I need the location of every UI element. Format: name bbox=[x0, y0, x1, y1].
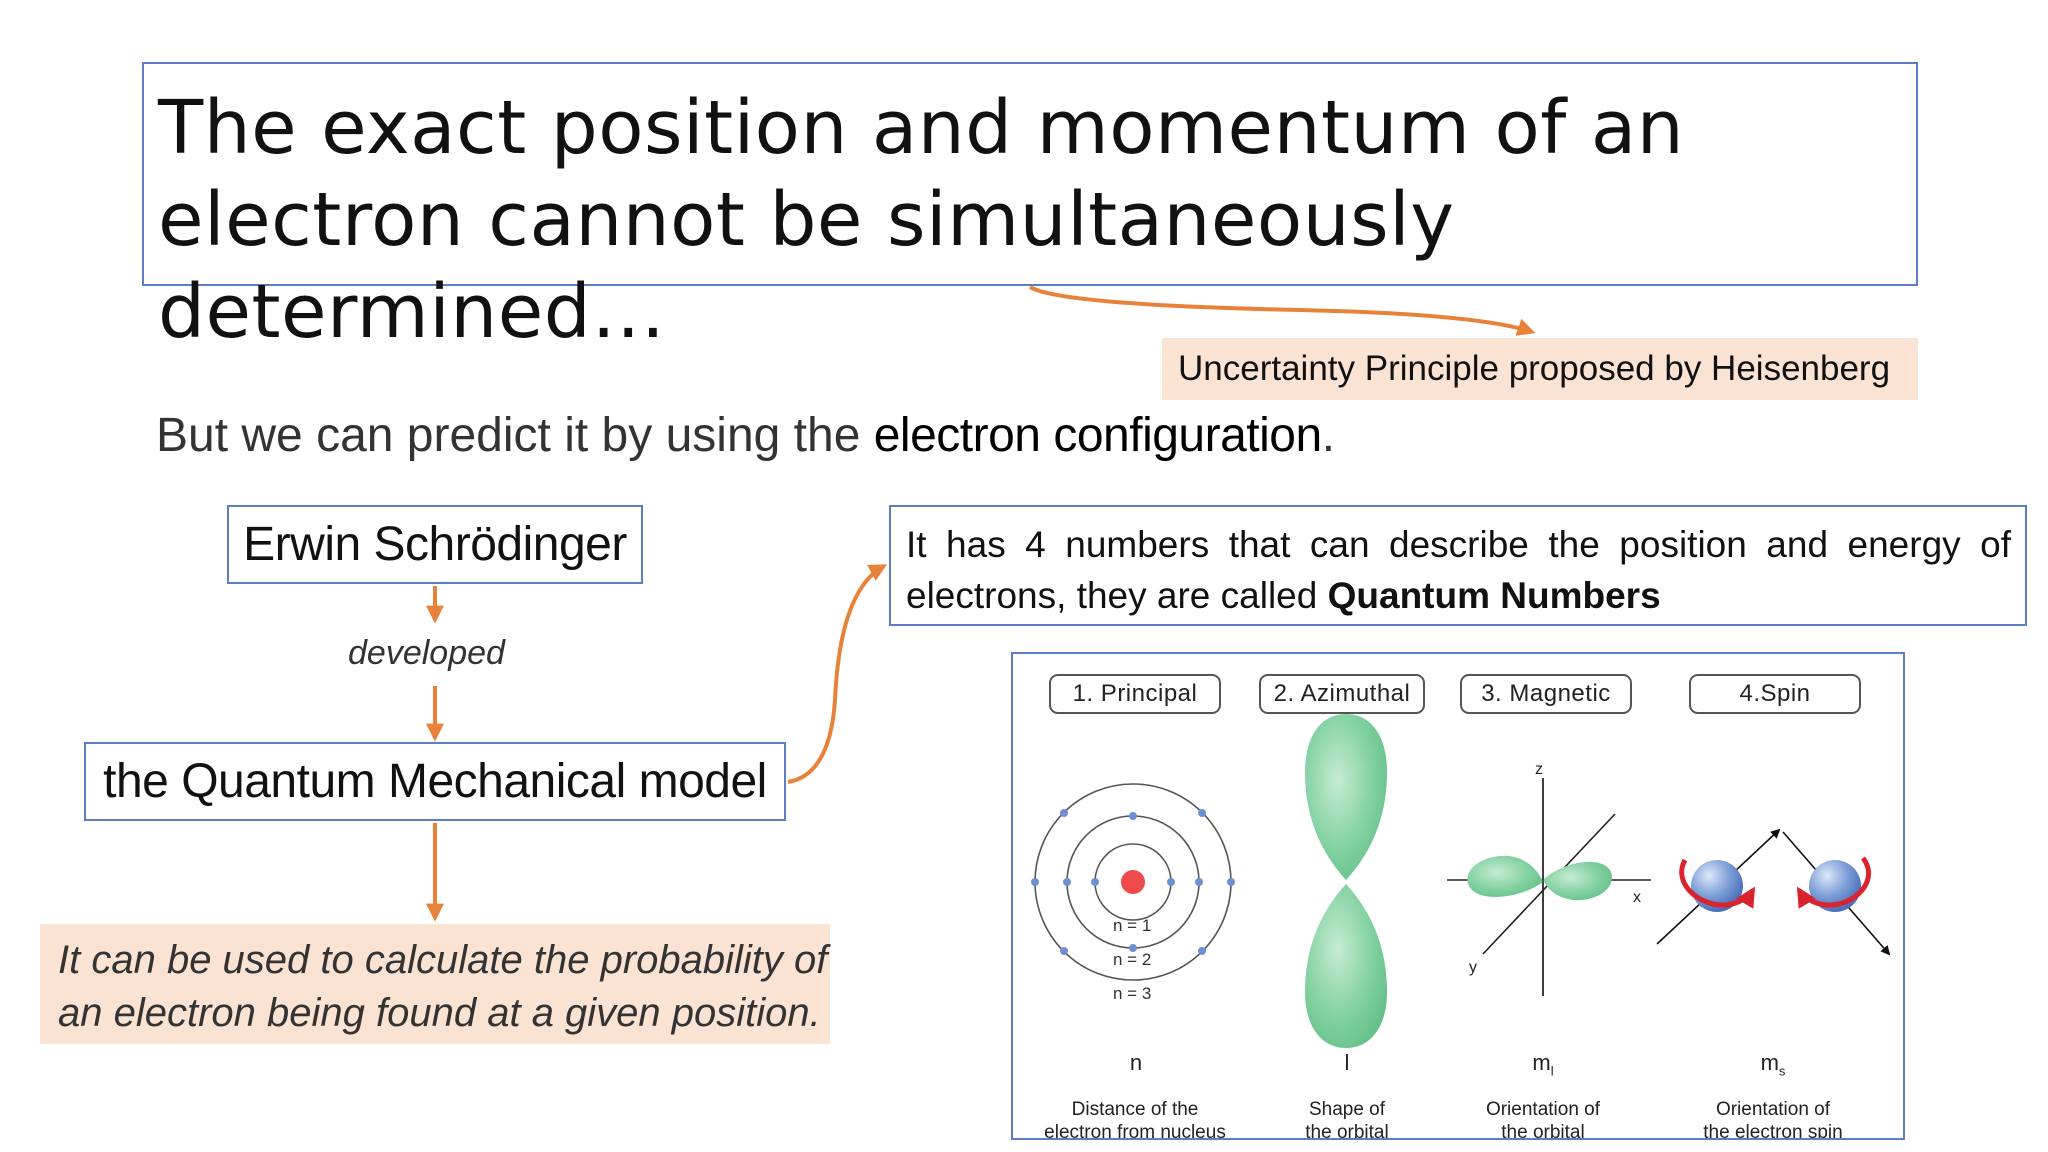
label-principal: 1. Principal bbox=[1049, 674, 1221, 714]
subtitle: But we can predict it by using the elect… bbox=[156, 408, 1335, 463]
axis-x-label: x bbox=[1633, 889, 1641, 906]
axes-orbital-icon bbox=[1447, 778, 1651, 996]
symbol-magnetic: ml bbox=[1532, 1050, 1554, 1079]
axis-y-label: y bbox=[1469, 959, 1477, 976]
scientist-name: Erwin Schrödinger bbox=[243, 518, 627, 571]
developed-label: developed bbox=[348, 634, 505, 672]
subtitle-prefix: But we can predict it by using the bbox=[156, 409, 874, 462]
probability-note-box: It can be used to calculate the probabil… bbox=[40, 924, 830, 1044]
axis-z-label: z bbox=[1535, 761, 1543, 778]
quantum-numbers-figure: 1. Principal 2. Azimuthal 3. Magnetic 4.… bbox=[1011, 652, 1905, 1140]
shell-label-2: n = 2 bbox=[1113, 950, 1152, 969]
symbol-azimuthal: l bbox=[1344, 1050, 1350, 1075]
title-box: The exact position and momentum of an el… bbox=[142, 62, 1918, 355]
quantum-numbers-text: It has 4 numbers that can describe the p… bbox=[906, 519, 2011, 621]
p-orbital-icon bbox=[1305, 714, 1387, 1048]
shell-label-3: n = 3 bbox=[1113, 984, 1152, 1003]
quantum-illustrations: z x y bbox=[1031, 714, 1891, 1048]
symbol-principal: n bbox=[1129, 1050, 1143, 1075]
quantum-numbers-prefix: It has 4 numbers that can describe the p… bbox=[906, 524, 2011, 616]
quantum-numbers-highlight: Quantum Numbers bbox=[1327, 575, 1661, 616]
symbol-spin: ms bbox=[1760, 1050, 1786, 1079]
probability-note-text: It can be used to calculate the probabil… bbox=[58, 938, 828, 1035]
model-name: the Quantum Mechanical model bbox=[103, 755, 767, 808]
label-azimuthal: 2. Azimuthal bbox=[1259, 674, 1425, 714]
subtitle-highlight: electron configuration bbox=[873, 409, 1322, 462]
heisenberg-note-box: Uncertainty Principle proposed by Heisen… bbox=[1162, 338, 1918, 400]
title-text: The exact position and momentum of an el… bbox=[158, 85, 1685, 355]
model-box: the Quantum Mechanical model bbox=[84, 742, 786, 821]
scientist-box: Erwin Schrödinger bbox=[227, 505, 643, 584]
nucleus-icon bbox=[1121, 870, 1145, 894]
label-magnetic: 3. Magnetic bbox=[1460, 674, 1632, 714]
model-to-quantum-numbers-arrow bbox=[787, 564, 888, 784]
atom-shells-icon bbox=[1031, 783, 1235, 981]
label-spin: 4.Spin bbox=[1689, 674, 1861, 714]
quantum-numbers-box: It has 4 numbers that can describe the p… bbox=[889, 505, 2027, 626]
subtitle-suffix: . bbox=[1321, 409, 1336, 462]
heisenberg-note-text: Uncertainty Principle proposed by Heisen… bbox=[1178, 349, 1891, 388]
shell-label-1: n = 1 bbox=[1113, 916, 1152, 935]
electron-spin-icon bbox=[1656, 828, 1891, 956]
